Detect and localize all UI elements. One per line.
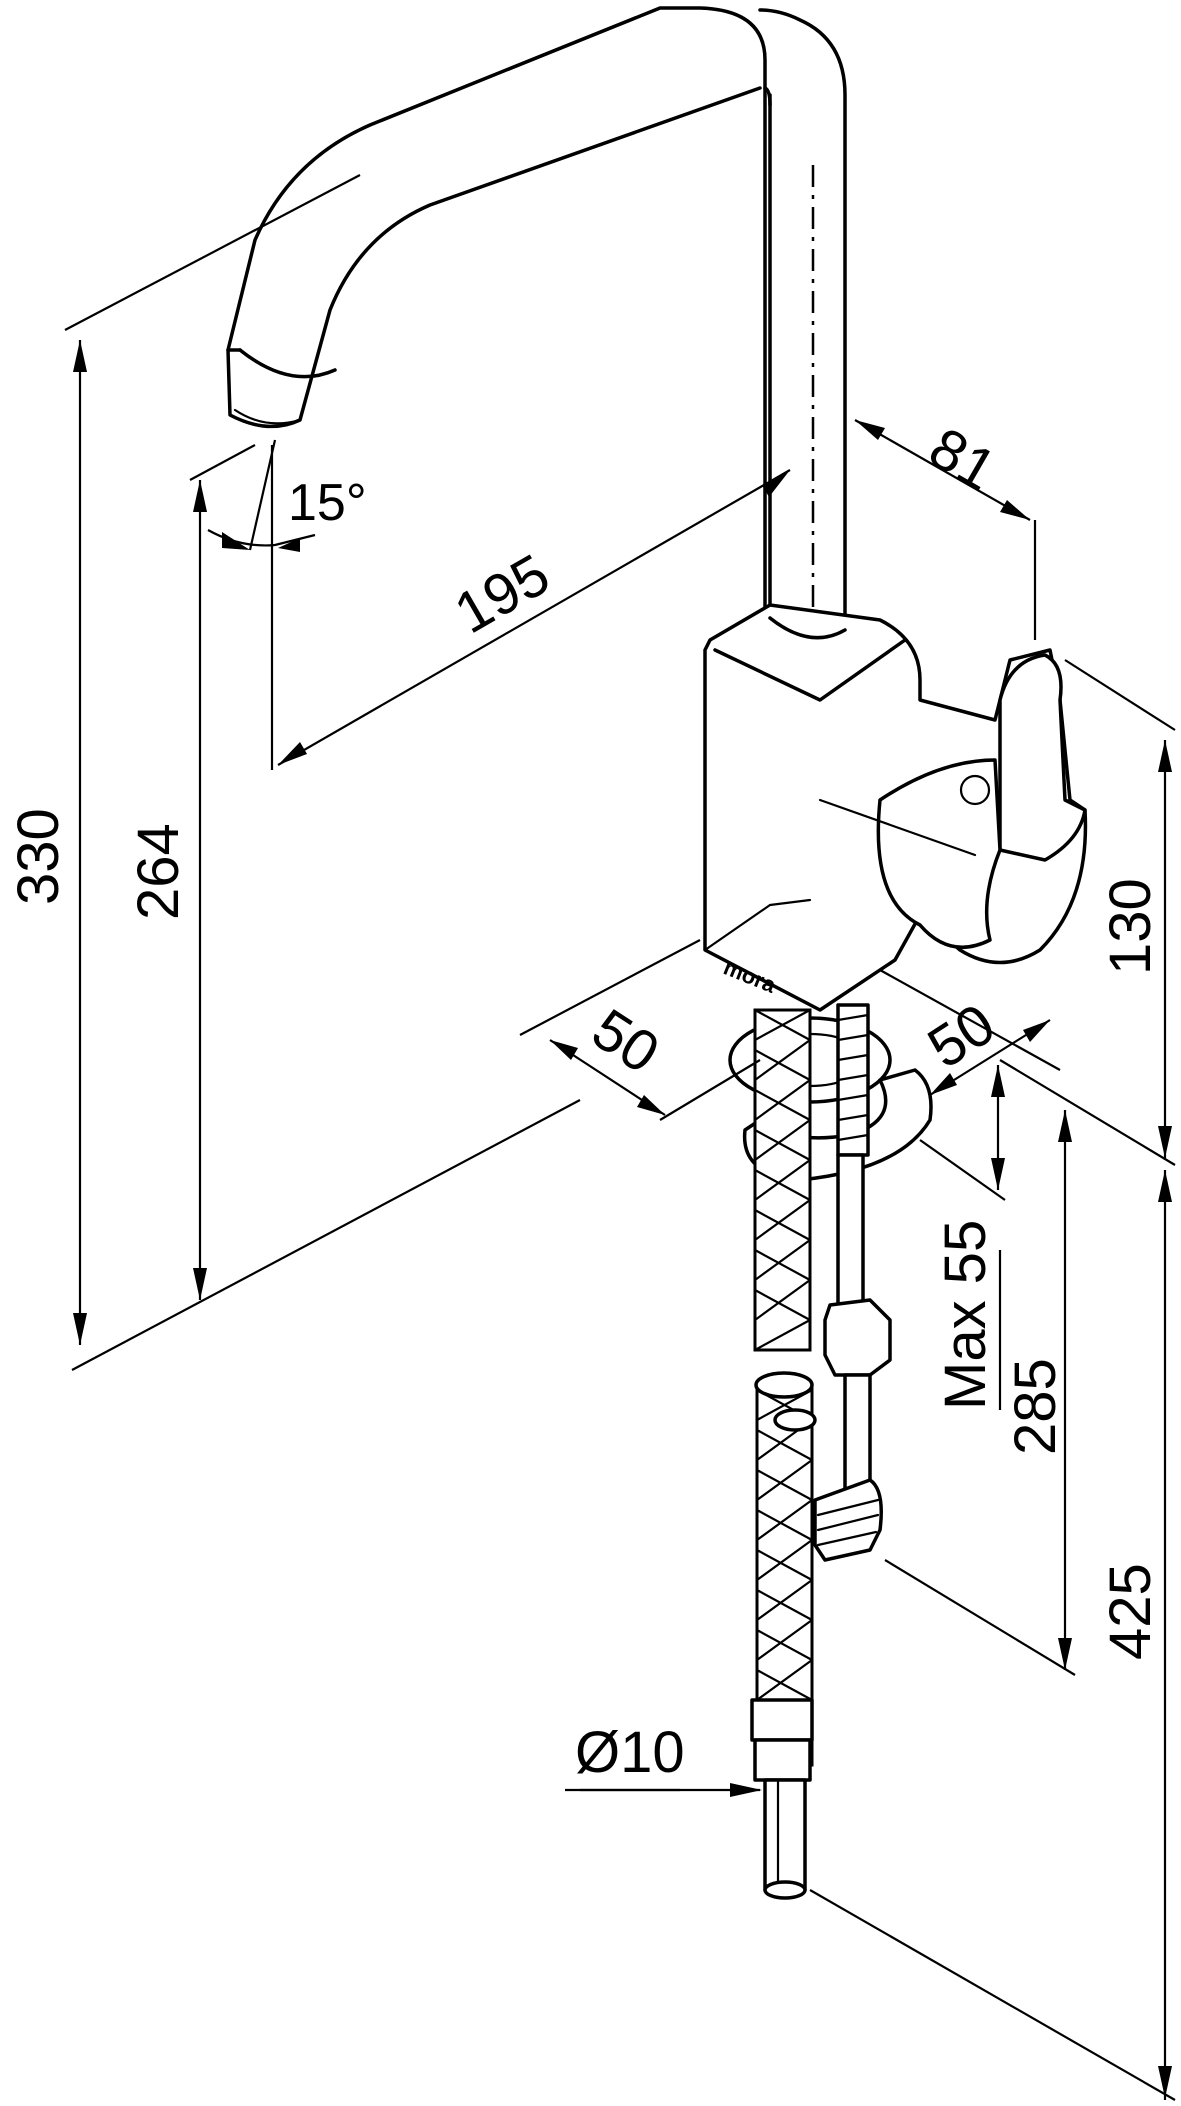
dim-depth-left: 50	[581, 996, 671, 1086]
faucet-body: mora	[703, 603, 1088, 1012]
dim-diameter: Ø10	[575, 1720, 685, 1785]
dim-spout-offset: 81	[919, 415, 1007, 504]
dim-reach: 195	[444, 542, 560, 647]
spout	[226, 6, 847, 980]
dimension-labels: 330 264 15° 195 81 130 50 50 Max 55 285 …	[6, 415, 1163, 1785]
dimension-lines	[64, 174, 1176, 2101]
dim-hose-length: 285	[1003, 1358, 1068, 1455]
dim-depth-right: 50	[917, 991, 1007, 1081]
dim-spout-height: 264	[126, 823, 191, 920]
dim-total-height: 330	[6, 808, 71, 905]
dim-body-height: 130	[1098, 878, 1163, 975]
dim-angle: 15°	[288, 474, 367, 532]
dim-below-counter: 425	[1098, 1563, 1163, 1660]
dim-max-thickness: Max 55	[933, 1220, 998, 1410]
braided-hoses	[750, 1008, 817, 1900]
